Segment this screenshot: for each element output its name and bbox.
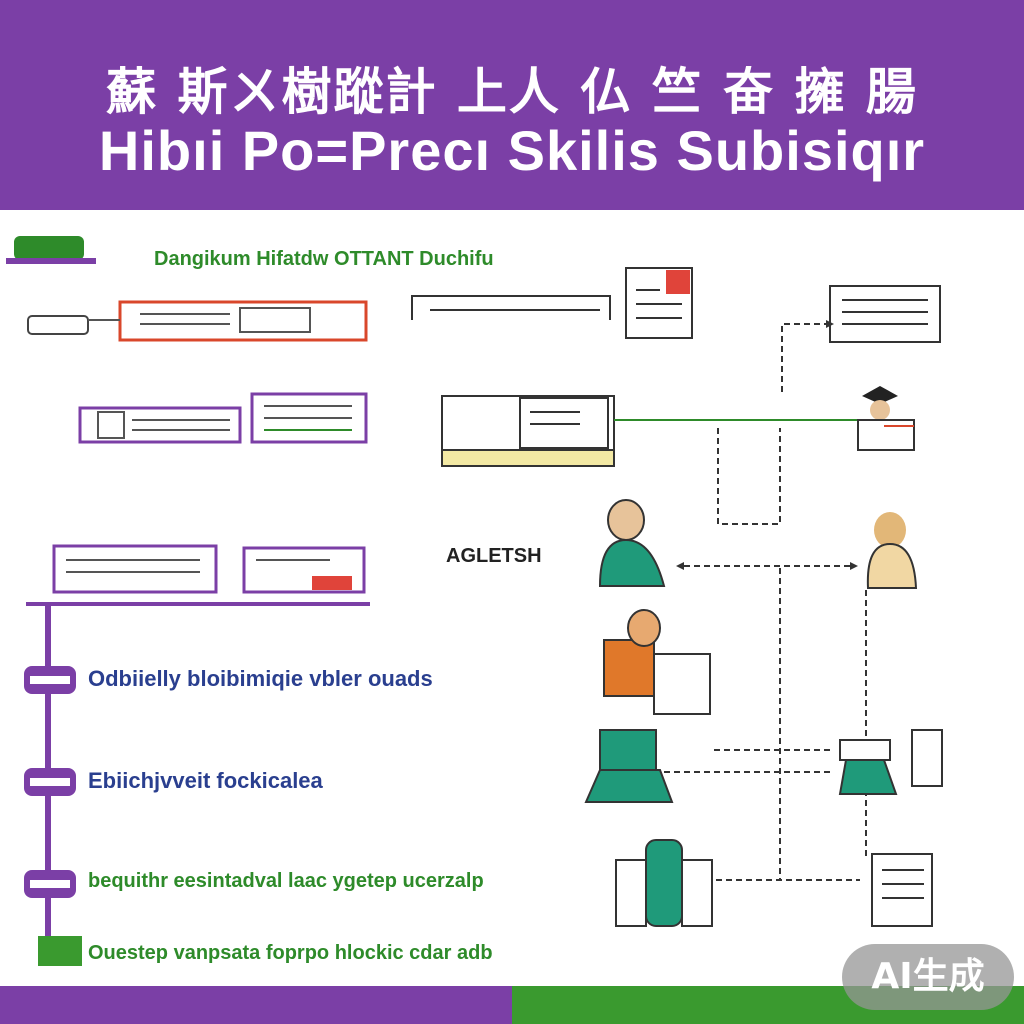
left-card-pair bbox=[78, 392, 368, 444]
person-beige-icon bbox=[866, 512, 918, 589]
laptop-teal-icon bbox=[584, 729, 674, 803]
footer-purple-bar bbox=[0, 986, 512, 1024]
top-connector bbox=[411, 295, 611, 320]
ai-generated-badge: AI生成 bbox=[842, 944, 1014, 1010]
step-3-label: bequithr eesintadval laac ygetep ucerzal… bbox=[88, 870, 484, 892]
top-banner-label: Dangikum Hifatdw OTTANT Duchifu bbox=[154, 248, 494, 270]
title-chinese: 蘇 斯ㄨ樹蹤計 上人 仏 竺 奋 擁 腸 bbox=[106, 63, 918, 121]
step-1-label: Odbiielly bloibimiqie vbler ouads bbox=[88, 666, 433, 691]
graduate-icon bbox=[857, 386, 915, 451]
center-label: AGLETSH bbox=[446, 545, 542, 567]
person-teal-icon bbox=[598, 499, 666, 587]
cabinet-icon bbox=[615, 839, 713, 927]
dashed-connectors bbox=[664, 428, 867, 881]
monitor-icon bbox=[441, 395, 860, 467]
title-english: Hibıi Po=Precı Skilis Subisiqır bbox=[98, 119, 926, 182]
printer-icon bbox=[838, 729, 943, 795]
bottom-right-document bbox=[871, 853, 933, 927]
step-2-label: Ebiichjvveit fockicalea bbox=[88, 768, 323, 793]
person-orange-icon bbox=[603, 609, 711, 715]
step-4-label: Ouestep vanpsata foprpo hlockic cdar adb bbox=[88, 942, 493, 964]
top-process-box bbox=[88, 300, 368, 342]
chart-document-icon bbox=[625, 267, 693, 339]
left-card-row-3 bbox=[26, 544, 370, 606]
header-banner: 蘇 斯ㄨ樹蹤計 上人 仏 竺 奋 擁 腸 Hibıi Po=Precı Skil… bbox=[0, 0, 1024, 210]
right-document-top bbox=[781, 285, 941, 392]
vertical-timeline bbox=[24, 604, 82, 966]
device-icon bbox=[6, 236, 96, 335]
